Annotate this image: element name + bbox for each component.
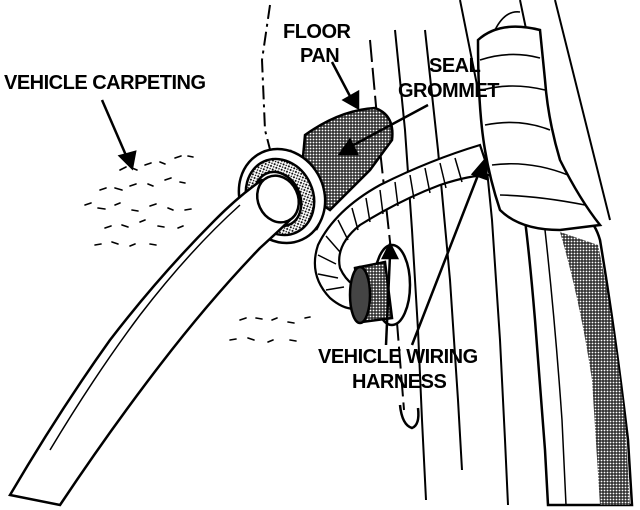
- floor-pan-leader: [330, 61, 354, 101]
- labels: FLOOR PAN SEAL GROMMET VEHICLE CARPETING…: [4, 21, 500, 393]
- carpeting-leader: [100, 99, 130, 161]
- seal-grommet-leader: [347, 103, 429, 150]
- floor-pan-label-line1: FLOOR: [283, 21, 352, 43]
- carpet-texture: [84, 155, 311, 343]
- vehicle-carpeting-label: VEHICLE CARPETING: [4, 72, 206, 94]
- seal-grommet-arrowhead: [337, 137, 360, 156]
- harness-leader-2: [410, 169, 482, 346]
- floor-pan-arrowhead: [341, 89, 360, 111]
- main-cable: [8, 174, 301, 507]
- floor-pan-label-line2: PAN: [300, 45, 339, 67]
- leader-arrows: [100, 61, 489, 346]
- wiring-harness-label-line2: HARNESS: [352, 371, 446, 393]
- vertical-tube: [523, 206, 634, 507]
- harness-leader-1: [384, 254, 392, 346]
- harness-trunk: [476, 11, 603, 232]
- harness-arrowhead-2: [470, 156, 489, 181]
- seal-grommet-label-line2: GROMMET: [398, 80, 499, 102]
- harness-arrowhead-1: [380, 241, 400, 260]
- rear-grommet: [348, 243, 412, 327]
- carpeting-arrowhead: [117, 150, 137, 171]
- seal-grommet-label-line1: SEAL: [429, 55, 481, 77]
- wiring-harness-label-line1: VEHICLE WIRING: [318, 346, 478, 368]
- floor-pan-edge: [398, 404, 420, 430]
